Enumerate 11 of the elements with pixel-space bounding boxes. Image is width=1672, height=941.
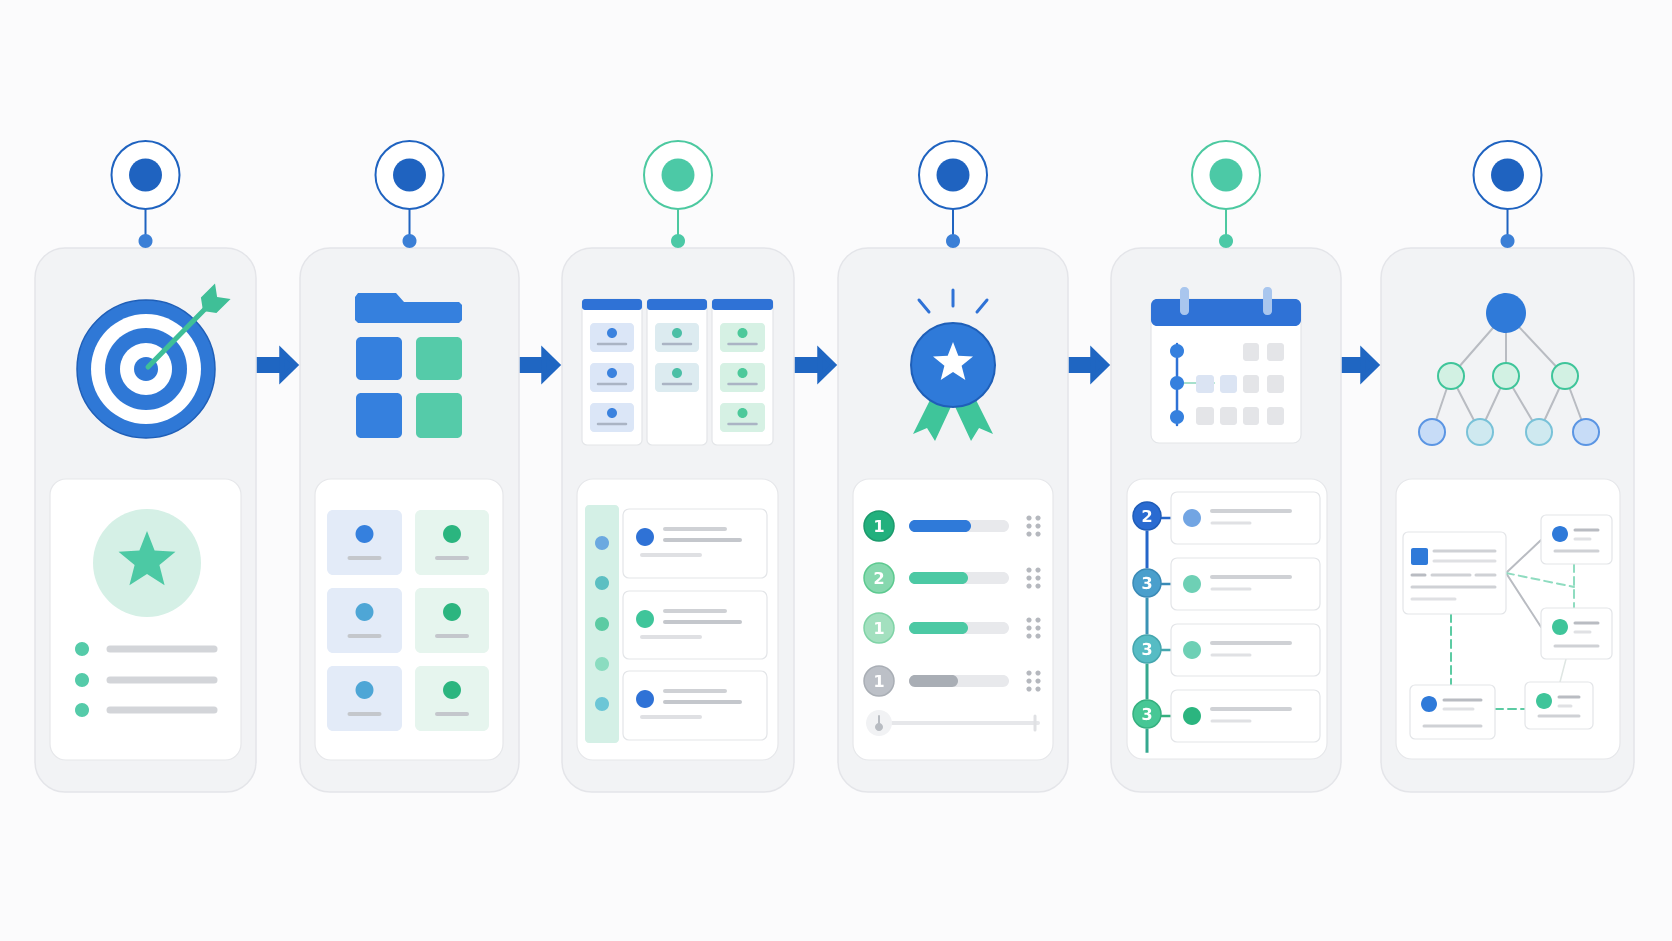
number-badge: 3 [1132,568,1162,598]
number-badge: 2 [863,562,895,594]
connector-line [1145,530,1149,569]
number-badge: 1 [863,665,895,697]
number-badge: 3 [1132,634,1162,664]
number-badge: 3 [1132,699,1162,729]
number-badge: 2 [1132,501,1162,531]
number-badge: 1 [863,612,895,644]
connector-line [1145,597,1149,635]
number-badge: 1 [863,510,895,542]
connector-line [1145,663,1149,700]
